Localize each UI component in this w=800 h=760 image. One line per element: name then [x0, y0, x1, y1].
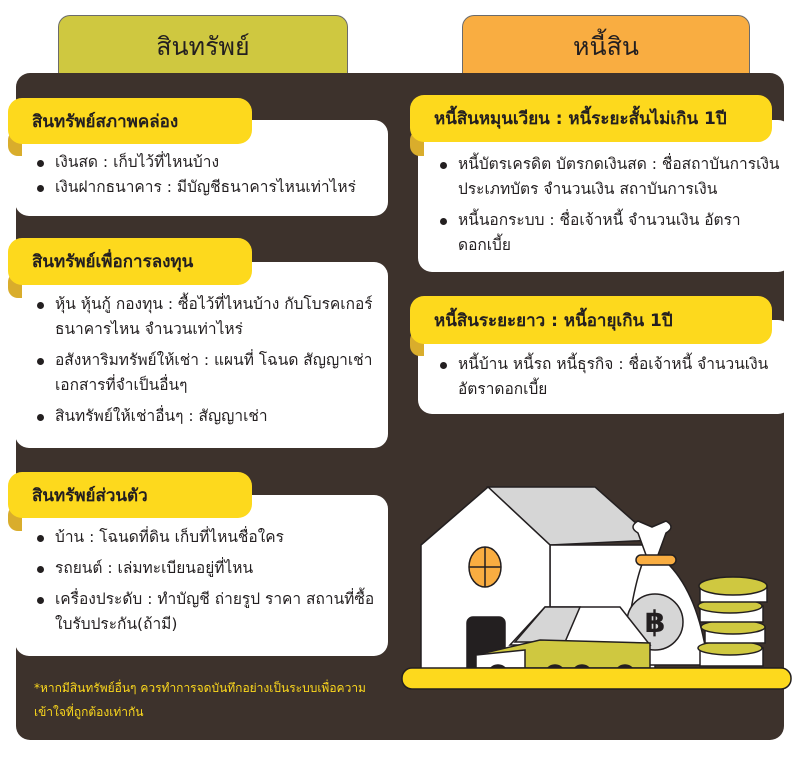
- current-debts-label: หนี้สินหมุนเวียน : หนี้ระยะสั้นไม่เกิน 1…: [410, 95, 772, 142]
- list-item: สินทรัพย์ให้เช่าอื่นๆ : สัญญาเช่า: [33, 404, 378, 429]
- ground: [401, 667, 792, 690]
- coin-stack-icon: [697, 576, 768, 667]
- assets-header-tab: สินทรัพย์: [58, 15, 348, 78]
- list-item: รถยนต์ : เล่มทะเบียนอยู่ที่ไหน: [33, 556, 378, 581]
- house-car-money-illustration: ฿: [401, 485, 792, 690]
- list-item: หนี้นอกระบบ : ชื่อเจ้าหนี้ จำนวนเงิน อัต…: [436, 208, 782, 258]
- list-item: หนี้บ้าน หนี้รถ หนี้ธุรกิจ : ชื่อเจ้าหนี…: [436, 352, 782, 402]
- footnote: *หากมีสินทรัพย์อื่นๆ ควรทำการจดบันทึกอย่…: [34, 681, 366, 719]
- liquid-assets-label: สินทรัพย์สภาพคล่อง: [8, 98, 252, 144]
- investment-assets-label: สินทรัพย์เพื่อการลงทุน: [8, 238, 252, 285]
- debts-header-label: หนี้สิน: [573, 32, 639, 61]
- list-item: หุ้น หุ้นกู้ กองทุน : ซื้อไว้ที่ไหนบ้าง …: [33, 292, 378, 342]
- personal-assets-label: สินทรัพย์ส่วนตัว: [8, 472, 252, 518]
- assets-header-label: สินทรัพย์: [156, 32, 250, 61]
- investment-assets-card: หุ้น หุ้นกู้ กองทุน : ซื้อไว้ที่ไหนบ้าง …: [15, 262, 388, 448]
- list-item: อสังหาริมทรัพย์ให้เช่า : แผนที่ โฉนด สัญ…: [33, 348, 378, 398]
- list-item: เงินฝากธนาคาร : มีบัญชีธนาคารไหนเท่าไหร่: [33, 175, 388, 200]
- baht-symbol: ฿: [645, 605, 666, 640]
- personal-assets-card: บ้าน : โฉนดที่ดิน เก็บที่ไหนชื่อใครรถยนต…: [15, 495, 388, 656]
- list-item: บ้าน : โฉนดที่ดิน เก็บที่ไหนชื่อใคร: [33, 525, 378, 550]
- current-debts-card: หนี้บัตรเครดิต บัตรกดเงินสด : ชื่อสถาบัน…: [418, 120, 792, 272]
- list-item: เครื่องประดับ : ทำบัญชี ถ่ายรูป ราคา สถา…: [33, 587, 378, 637]
- list-item: หนี้บัตรเครดิต บัตรกดเงินสด : ชื่อสถาบัน…: [436, 152, 782, 202]
- list-item: เงินสด : เก็บไว้ที่ไหนบ้าง: [33, 150, 388, 175]
- long-term-debts-label: หนี้สินระยะยาว : หนี้อายุเกิน 1ปี: [410, 296, 772, 344]
- debts-header-tab: หนี้สิน: [462, 15, 750, 78]
